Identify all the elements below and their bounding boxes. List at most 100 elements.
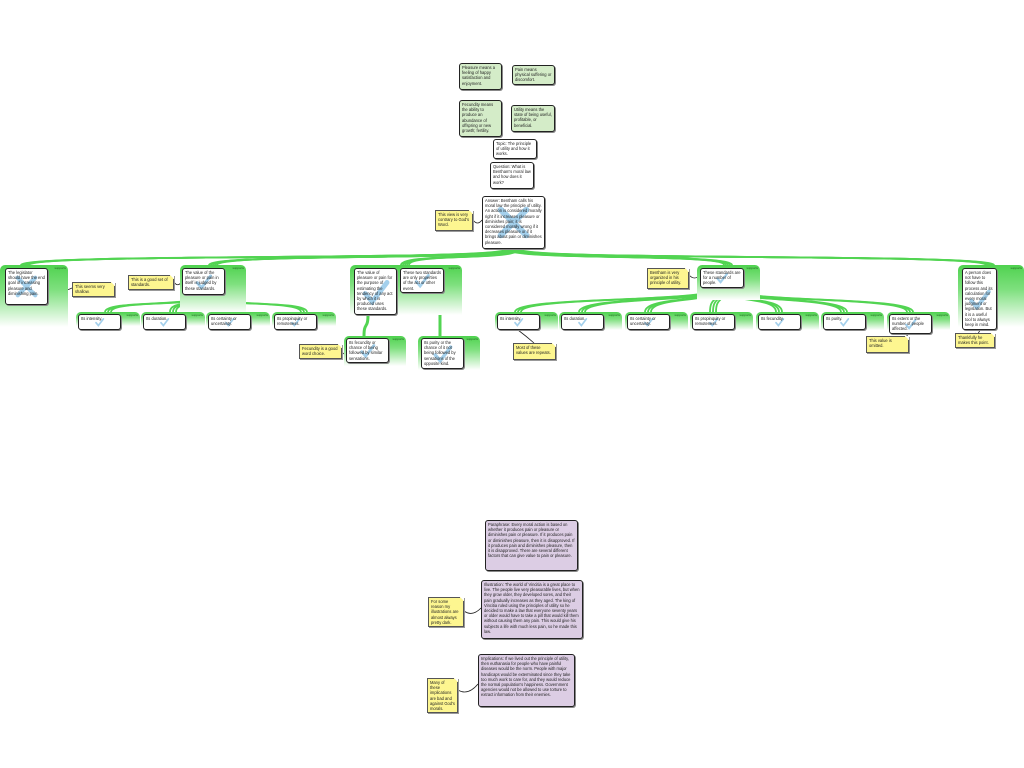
supports-label: supports xyxy=(936,313,948,317)
support-link xyxy=(362,314,370,337)
node-text: Its propinquity or remoteness. xyxy=(695,316,726,327)
note-repeats[interactable]: Most of these values are repeats. xyxy=(513,343,556,360)
node-text: Its extent or the number of people affec… xyxy=(892,316,924,332)
node-text: Its certainty or uncertainty. xyxy=(211,316,237,327)
node-text: The value of the pleasure or pain in its… xyxy=(185,270,219,291)
node-text: This seems very shallow. xyxy=(75,284,105,295)
supports-label: supports xyxy=(126,313,138,317)
note-illustration[interactable]: For some reason my illustrations are alm… xyxy=(428,597,464,628)
supports-label: supports xyxy=(322,313,334,317)
standard-people[interactable]: Its fecundity. xyxy=(758,314,801,330)
node-text: These standards are for a number of peop… xyxy=(703,270,741,286)
definition-pleasure[interactable]: Pleasure means a feeling of happy satisf… xyxy=(459,63,502,90)
node-text: Illustration: The world of Vincitia is a… xyxy=(484,582,580,634)
reason-legislator[interactable]: The legislator should have the end goal … xyxy=(5,268,48,305)
illustration-box[interactable]: Illustration: The world of Vincitia is a… xyxy=(481,580,583,639)
node-text: Its fecundity. xyxy=(761,316,784,321)
node-text: Its purity or the chance of it not being… xyxy=(424,340,456,366)
supports-label: supports xyxy=(1010,266,1022,270)
definition-fecundity[interactable]: Fecundity means the ability to produce a… xyxy=(459,100,502,137)
node-text: Its duration. xyxy=(146,316,168,321)
supports-label: supports xyxy=(466,337,478,341)
supports-label: supports xyxy=(191,313,203,317)
supports-label: supports xyxy=(608,313,620,317)
standard-individual[interactable]: Its propinquity or remoteness. xyxy=(274,314,317,330)
supports-label: supports xyxy=(674,313,686,317)
supports-label: supports xyxy=(54,266,66,270)
note-contention[interactable]: This view is very contrary to God's Word… xyxy=(435,210,473,231)
node-text: Its certainty or uncertainty. xyxy=(630,316,656,327)
supports-label: supports xyxy=(870,313,882,317)
node-text: Pleasure means a feeling of happy satisf… xyxy=(462,65,495,86)
standard-people[interactable]: Its purity. xyxy=(823,314,866,330)
standard-fecundity[interactable]: Its fecundity or chance of being followe… xyxy=(346,338,389,363)
node-text: Pain means physical suffering or discomf… xyxy=(515,67,552,83)
standard-individual[interactable]: Its certainty or uncertainty. xyxy=(208,314,251,330)
definition-utility[interactable]: Utility means the state of being useful,… xyxy=(511,105,555,132)
node-text: Its duration. xyxy=(564,316,586,321)
note-link xyxy=(457,683,479,693)
node-text: For some reason my illustrations are alm… xyxy=(431,599,459,625)
note-organized[interactable]: Bentham is very organized in his princip… xyxy=(647,268,689,289)
node-text: The value of pleasure or pain for the pu… xyxy=(357,270,393,312)
topic-box[interactable]: Topic: The principle of utility and how … xyxy=(493,139,537,159)
node-text: A person does not have to follow this pr… xyxy=(965,270,993,328)
node-text: This view is very contrary to God's Word… xyxy=(438,212,470,228)
node-text: This value is omitted. xyxy=(869,338,892,349)
paraphrase-box[interactable]: Paraphrase: Every moral action is based … xyxy=(485,520,578,571)
support-link xyxy=(518,248,995,266)
standard-people[interactable]: Its extent or the number of people affec… xyxy=(889,314,932,334)
note-shallow[interactable]: This seems very shallow. xyxy=(72,282,115,297)
supports-label: supports xyxy=(256,313,268,317)
standard-individual[interactable]: Its intensity. xyxy=(78,314,121,330)
node-text: Its propinquity or remoteness. xyxy=(277,316,308,327)
note-implications[interactable]: Many of these implications are bad and a… xyxy=(427,678,458,714)
node-text: Question: What is Bentham's moral law an… xyxy=(493,164,531,185)
node-text: Implications: If we lived out the princi… xyxy=(481,656,571,698)
supports-label: supports xyxy=(392,337,404,341)
reason-number-of-people[interactable]: These standards are for a number of peop… xyxy=(700,268,744,288)
standard-people[interactable]: Its intensity. xyxy=(497,314,540,330)
node-text: Its intensity. xyxy=(500,316,522,321)
reason-tendency-of-act[interactable]: The value of pleasure or pain for the pu… xyxy=(354,268,397,315)
reason-useful-tool[interactable]: A person does not have to follow this pr… xyxy=(962,268,997,330)
node-text: Many of these implications are bad and a… xyxy=(430,680,455,712)
node-text: Most of these values are repeats. xyxy=(516,345,551,356)
contention-box[interactable]: Answer: Bentham calls his moral law the … xyxy=(482,196,545,249)
standard-purity[interactable]: Its purity or the chance of it not being… xyxy=(421,338,464,369)
node-text: Utility means the state of being useful,… xyxy=(514,107,552,128)
note-thankfully[interactable]: Thankfully he makes this point. xyxy=(955,333,995,348)
supports-label: supports xyxy=(448,266,460,270)
reason-properties-of-act[interactable]: These two standards are only properties … xyxy=(400,268,444,293)
node-text: This is a good set of standards. xyxy=(131,277,168,288)
note-good-standards[interactable]: This is a good set of standards. xyxy=(128,275,174,290)
standard-people[interactable]: Its certainty or uncertainty. xyxy=(627,314,670,330)
implications-box[interactable]: Implications: If we lived out the princi… xyxy=(478,654,575,707)
node-text: Bentham is very organized in his princip… xyxy=(650,270,682,286)
node-text: Thankfully he makes this point. xyxy=(958,335,989,346)
supports-label: supports xyxy=(805,313,817,317)
node-text: Fecundity means the ability to produce a… xyxy=(462,102,494,134)
node-text: These two standards are only properties … xyxy=(403,270,442,291)
node-text: Answer: Bentham calls his moral law the … xyxy=(485,198,542,245)
node-text: Its intensity. xyxy=(81,316,103,321)
standard-people[interactable]: Its duration. xyxy=(561,314,604,330)
node-text: Its fecundity or chance of being followe… xyxy=(349,340,383,361)
question-box[interactable]: Question: What is Bentham's moral law an… xyxy=(490,162,534,189)
definition-pain[interactable]: Pain means physical suffering or discomf… xyxy=(512,65,555,85)
note-fecundity[interactable]: Fecundity is a good word choice. xyxy=(299,344,342,359)
note-omitted[interactable]: This value is omitted. xyxy=(866,336,909,353)
supports-label: supports xyxy=(746,266,758,270)
node-text: Its purity. xyxy=(826,316,843,321)
standard-individual[interactable]: Its duration. xyxy=(143,314,186,330)
node-text: Fecundity is a good word choice. xyxy=(302,346,338,357)
note-link xyxy=(517,329,535,344)
supports-label: supports xyxy=(544,313,556,317)
note-link xyxy=(472,219,483,224)
node-text: The legislator should have the end goal … xyxy=(8,270,45,296)
note-link xyxy=(463,607,482,614)
reason-value-in-itself[interactable]: The value of the pleasure or pain in its… xyxy=(182,268,225,295)
node-text: Paraphrase: Every moral action is based … xyxy=(488,522,575,559)
standard-people[interactable]: Its propinquity or remoteness. xyxy=(692,314,735,330)
